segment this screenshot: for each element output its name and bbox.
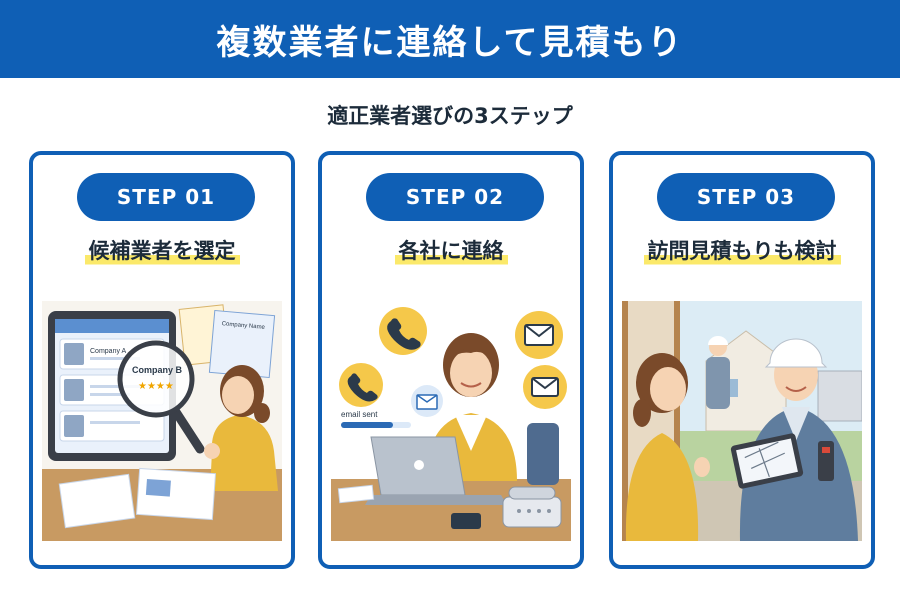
header-bar: 複数業者に連絡して見積もり	[0, 0, 900, 78]
mail-icon	[515, 311, 563, 359]
woman-figure	[625, 353, 710, 541]
company-name-label: Company Name	[221, 321, 265, 331]
company-b-label: Company B	[132, 365, 183, 375]
email-sent-label: email sent	[341, 410, 378, 419]
svg-text:★★★★: ★★★★	[138, 381, 174, 392]
page-title: 複数業者に連絡して見積もり	[216, 22, 684, 63]
magnifier-icon: Company B ★★★★	[117, 340, 205, 454]
phone-icon	[339, 363, 383, 407]
worker-background	[706, 336, 730, 409]
mail-icon	[411, 385, 443, 417]
step-label-3: STEP 03	[657, 173, 835, 221]
step-label-2: STEP 02	[366, 173, 544, 221]
laptop	[365, 436, 507, 505]
step-label-1: STEP 01	[77, 173, 255, 221]
step-title-1: 候補業者を選定	[84, 235, 240, 267]
estimate-tablet	[730, 433, 804, 489]
illustration-select-companies: Company A Company Name Company B ★★★★	[42, 301, 282, 541]
woman-figure	[204, 365, 278, 491]
desk-phone	[502, 486, 562, 528]
company-a-label: Company A	[90, 348, 127, 355]
step-card-2: STEP 02 各社に連絡	[318, 151, 584, 569]
step-card-3: STEP 03 訪問見積もりも検討	[609, 151, 875, 569]
step-title-2: 各社に連絡	[394, 235, 508, 267]
phone-icon	[379, 307, 427, 355]
step-card-1: STEP 01 候補業者を選定 Company A	[29, 151, 295, 569]
mail-icon	[523, 365, 567, 409]
illustration-contact-companies: email sent	[331, 301, 571, 541]
step-title-3: 訪問見積もりも検討	[643, 235, 841, 267]
illustration-site-estimate	[622, 301, 862, 541]
page-subtitle: 適正業者選びの3ステップ	[327, 104, 573, 128]
